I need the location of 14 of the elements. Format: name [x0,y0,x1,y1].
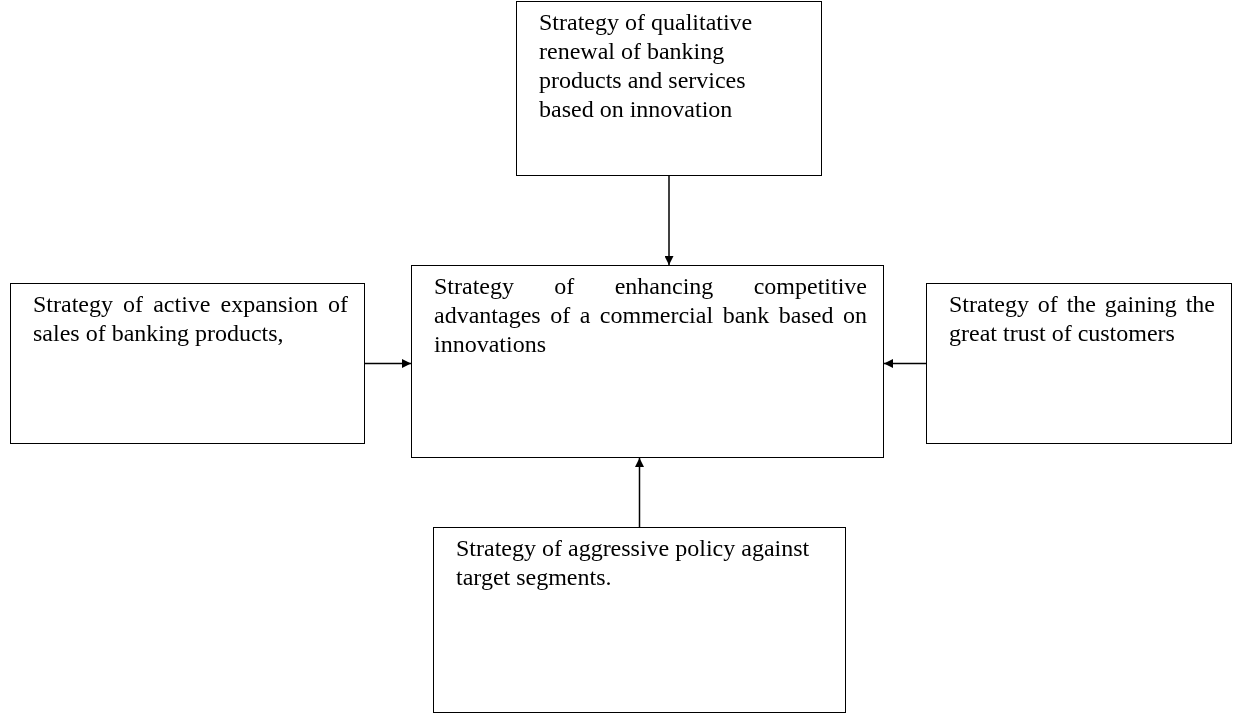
strategy-text: Strategy of active expansion of sales of banking products, [33,290,348,348]
strategy-text: Strategy of the gaining the great trust of customers [949,290,1215,348]
arrow [635,457,644,528]
arrow [364,359,412,368]
strategy-box [10,283,365,444]
strategy-box [411,265,884,458]
arrow [883,359,927,368]
strategy-text: Strategy of aggressive policy against target segments. [456,534,811,592]
strategy-box [926,283,1232,444]
strategy-text: Strategy of qualitative renewal of banking products and services based on innovation [539,8,754,124]
strategy-box [516,1,822,176]
strategy-box [433,527,846,713]
strategy-text: Strategy of enhancing competitive advantages of a commercial bank based on innovations [434,272,867,359]
arrow [664,175,674,266]
